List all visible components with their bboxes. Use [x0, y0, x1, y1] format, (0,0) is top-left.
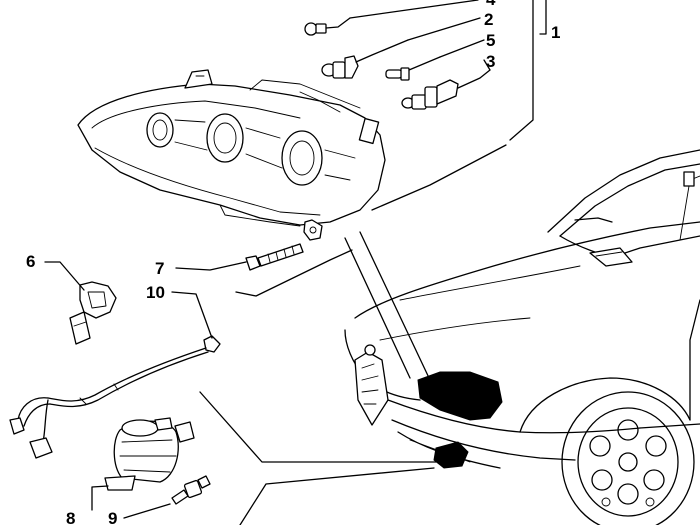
leader-lines — [44, 0, 547, 525]
wiring-harness — [9, 335, 221, 459]
callout-2: 2 — [484, 10, 493, 29]
callout-labels: 4 2 1 5 3 6 7 10 8 9 — [26, 0, 560, 525]
mounting-screw — [245, 243, 304, 271]
fog-lamp — [104, 417, 195, 491]
car-front — [344, 149, 700, 525]
callout-6: 6 — [26, 252, 35, 271]
callout-1: 1 — [551, 23, 560, 42]
parking-bulb — [304, 17, 351, 36]
callout-7: 7 — [155, 259, 164, 278]
callout-3: 3 — [486, 52, 495, 71]
fog-lamp-bulb — [171, 475, 211, 505]
callout-9: 9 — [108, 509, 117, 525]
callout-8: 8 — [66, 509, 75, 525]
retaining-clip — [69, 281, 117, 345]
callout-5: 5 — [486, 31, 495, 50]
callout-4: 4 — [486, 0, 496, 9]
side-light-bulb — [385, 56, 441, 81]
low-beam-bulb — [321, 39, 409, 79]
high-beam-bulb — [401, 69, 491, 110]
callout-10: 10 — [146, 283, 165, 302]
headlamp-assembly — [77, 69, 386, 241]
